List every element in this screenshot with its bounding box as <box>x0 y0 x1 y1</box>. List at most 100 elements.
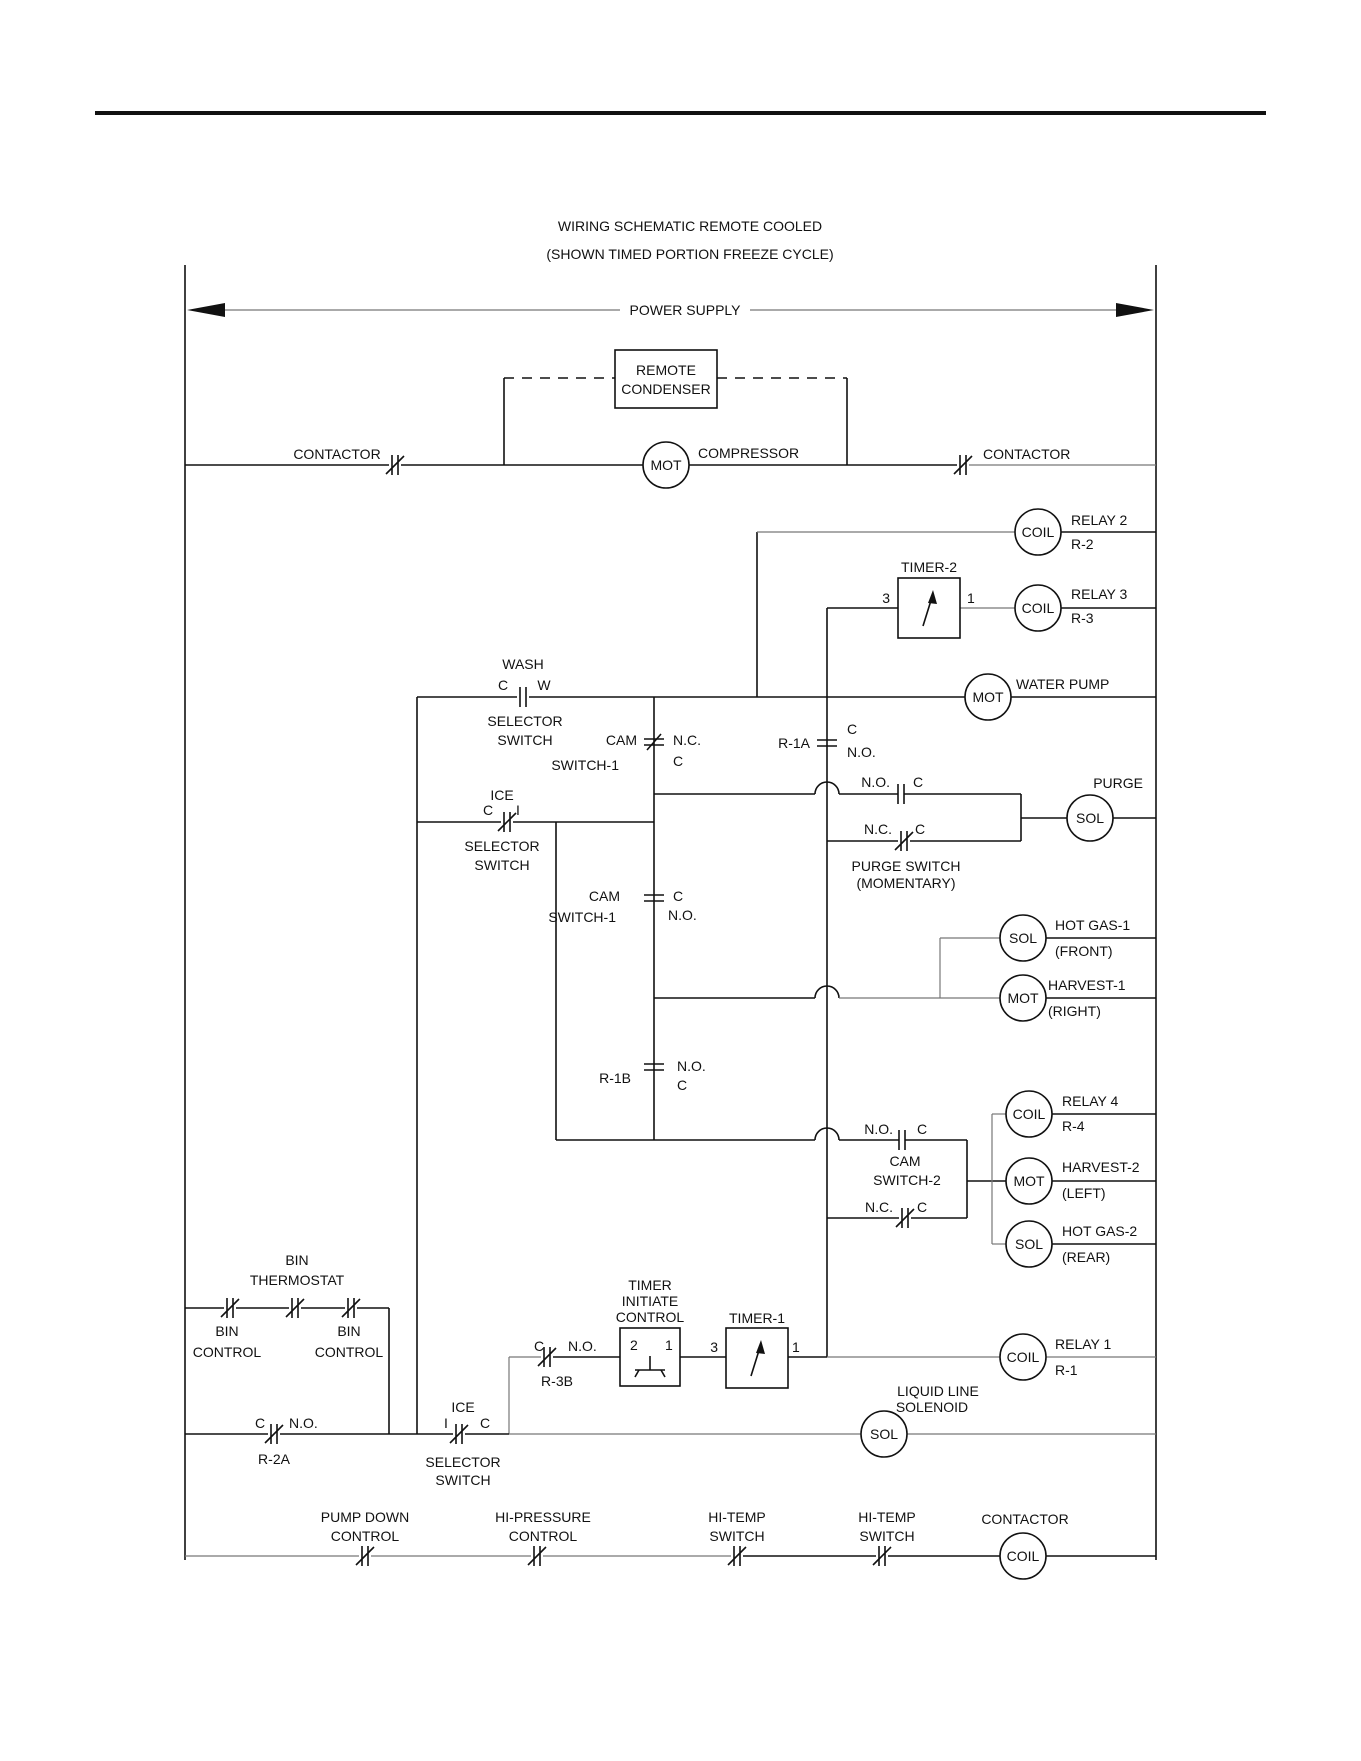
hi-temp-1-label-2: SWITCH <box>709 1528 764 1544</box>
harvest-1-circuit <box>654 914 1156 1022</box>
timer-2-terminal-1: 1 <box>967 590 975 606</box>
liquid-line-label-2: SOLENOID <box>896 1399 968 1415</box>
timer-initiate-terminal-2: 2 <box>630 1337 638 1353</box>
ice-top-c: C <box>483 802 493 818</box>
wash-label: WASH <box>502 656 543 672</box>
hot-gas-1-label: HOT GAS-1 <box>1055 917 1130 933</box>
relay-3-name: RELAY 3 <box>1071 586 1128 602</box>
hot-gas-1-sub: (FRONT) <box>1055 943 1113 959</box>
relay-1-name: RELAY 1 <box>1055 1336 1112 1352</box>
hot-gas-2-sol-label: SOL <box>1015 1236 1043 1252</box>
harvest-1-sub: (RIGHT) <box>1048 1003 1101 1019</box>
hot-gas-2-sub: (REAR) <box>1062 1249 1110 1265</box>
pump-down-label-1: PUMP DOWN <box>321 1509 409 1525</box>
r-3b-tag: R-3B <box>541 1373 573 1389</box>
cam-1-no-no: N.O. <box>668 907 697 923</box>
cam-2-no: N.O. <box>864 1121 893 1137</box>
timer-2-label: TIMER-2 <box>901 559 957 575</box>
water-pump-label: WATER PUMP <box>1016 676 1109 692</box>
cam-switch-1-nc <box>644 733 664 751</box>
cam-1-no-label-1: CAM <box>589 888 620 904</box>
timer-initiate-label-3: CONTROL <box>616 1309 685 1325</box>
hi-temp-2-label-1: HI-TEMP <box>858 1509 916 1525</box>
ice-bottom-i: I <box>444 1415 448 1431</box>
r-1b-tag: R-1B <box>599 1070 631 1086</box>
hot-gas-2-label: HOT GAS-2 <box>1062 1223 1137 1239</box>
r-3b-no: N.O. <box>568 1338 597 1354</box>
contactor-left-label: CONTACTOR <box>293 446 380 462</box>
harvest-1-label: HARVEST-1 <box>1048 977 1126 993</box>
relay-2-coil-label: COIL <box>1022 524 1055 540</box>
harvest-1-motor <box>999 974 1047 1022</box>
remote-condenser-box <box>614 349 718 409</box>
harvest-2-label: HARVEST-2 <box>1062 1159 1140 1175</box>
bin-thermostat-label-1: BIN <box>285 1252 308 1268</box>
relay-1-circuit <box>508 1327 1156 1434</box>
hi-temp-2-label-2: SWITCH <box>859 1528 914 1544</box>
purge-c1: C <box>913 774 923 790</box>
r-1a-c: C <box>847 721 857 737</box>
relay-3-coil-label: COIL <box>1022 600 1055 616</box>
contactor-right-label: CONTACTOR <box>983 446 1070 462</box>
r-3b-c: C <box>534 1338 544 1354</box>
remote-condenser-label-2: CONDENSER <box>621 381 710 397</box>
liquid-line-circuit <box>185 1410 1156 1458</box>
cam-2-nc: N.C. <box>865 1199 893 1215</box>
hot-gas-1-sol-label: SOL <box>1009 930 1037 946</box>
compressor-label: COMPRESSOR <box>698 445 799 461</box>
relay-3-tag: R-3 <box>1071 610 1094 626</box>
r-1a-contact <box>817 739 837 747</box>
schematic-subtitle: (SHOWN TIMED PORTION FREEZE CYCLE) <box>546 246 833 262</box>
cam-1-no-c: C <box>673 888 683 904</box>
relay-1-coil <box>999 1333 1047 1381</box>
remote-condenser-label-1: REMOTE <box>636 362 696 378</box>
water-pump-circuit <box>417 673 1156 721</box>
bin-control-left-2: CONTROL <box>193 1344 262 1360</box>
compressor-motor-symbol <box>642 441 690 489</box>
power-supply-label: POWER SUPPLY <box>630 302 742 318</box>
ice-top-label: ICE <box>490 787 513 803</box>
cam-2-c1: C <box>917 1121 927 1137</box>
harvest-2-sub: (LEFT) <box>1062 1185 1106 1201</box>
ice-top-selector-2: SWITCH <box>474 857 529 873</box>
schematic-title: WIRING SCHEMATIC REMOTE COOLED <box>558 218 822 234</box>
timer-initiate-terminal-1: 1 <box>665 1337 673 1353</box>
timer-initiate-label-2: INITIATE <box>622 1293 679 1309</box>
purge-sol-label: SOL <box>1076 810 1104 826</box>
wash-c-label: C <box>498 677 508 693</box>
timer-2-terminal-3: 3 <box>882 590 890 606</box>
relay-2-tag: R-2 <box>1071 536 1094 552</box>
timer-1-terminal-3: 3 <box>710 1339 718 1355</box>
harvest-2-motor <box>1005 1157 1053 1205</box>
safety-contactor-circuit <box>185 1532 1156 1580</box>
pump-down-label-2: CONTROL <box>331 1528 400 1544</box>
water-pump-motor-label: MOT <box>972 689 1004 705</box>
contactor-coil-title: CONTACTOR <box>981 1511 1068 1527</box>
bin-control-right-2: CONTROL <box>315 1344 384 1360</box>
harvest-1-motor-label: MOT <box>1007 990 1039 1006</box>
harvest-2-circuit <box>556 1090 1156 1268</box>
relay-1-tag: R-1 <box>1055 1362 1078 1378</box>
relay-3-coil <box>1014 584 1062 632</box>
r-1b-c: C <box>677 1077 687 1093</box>
ice-bottom-c: C <box>480 1415 490 1431</box>
cam-1-nc-c: C <box>673 753 683 769</box>
relay-4-tag: R-4 <box>1062 1118 1085 1134</box>
bin-control-circuit <box>185 1297 390 1434</box>
wash-selector-label-1: SELECTOR <box>487 713 562 729</box>
bin-control-right-1: BIN <box>337 1323 360 1339</box>
timer-1-label: TIMER-1 <box>729 1310 785 1326</box>
relay-1-coil-label: COIL <box>1007 1349 1040 1365</box>
purge-nc: N.C. <box>864 821 892 837</box>
ice-bottom-label: ICE <box>451 1399 474 1415</box>
relay-4-coil-label: COIL <box>1013 1106 1046 1122</box>
page-top-rule <box>95 111 1266 115</box>
r-2a-tag: R-2A <box>258 1451 291 1467</box>
timer-initiate-label-1: TIMER <box>628 1277 672 1293</box>
bin-thermostat-label-2: THERMOSTAT <box>250 1272 345 1288</box>
timer-1-terminal-1: 1 <box>792 1339 800 1355</box>
ice-top-selector-1: SELECTOR <box>464 838 539 854</box>
cam-1-nc-label-2: SWITCH-1 <box>551 757 619 773</box>
